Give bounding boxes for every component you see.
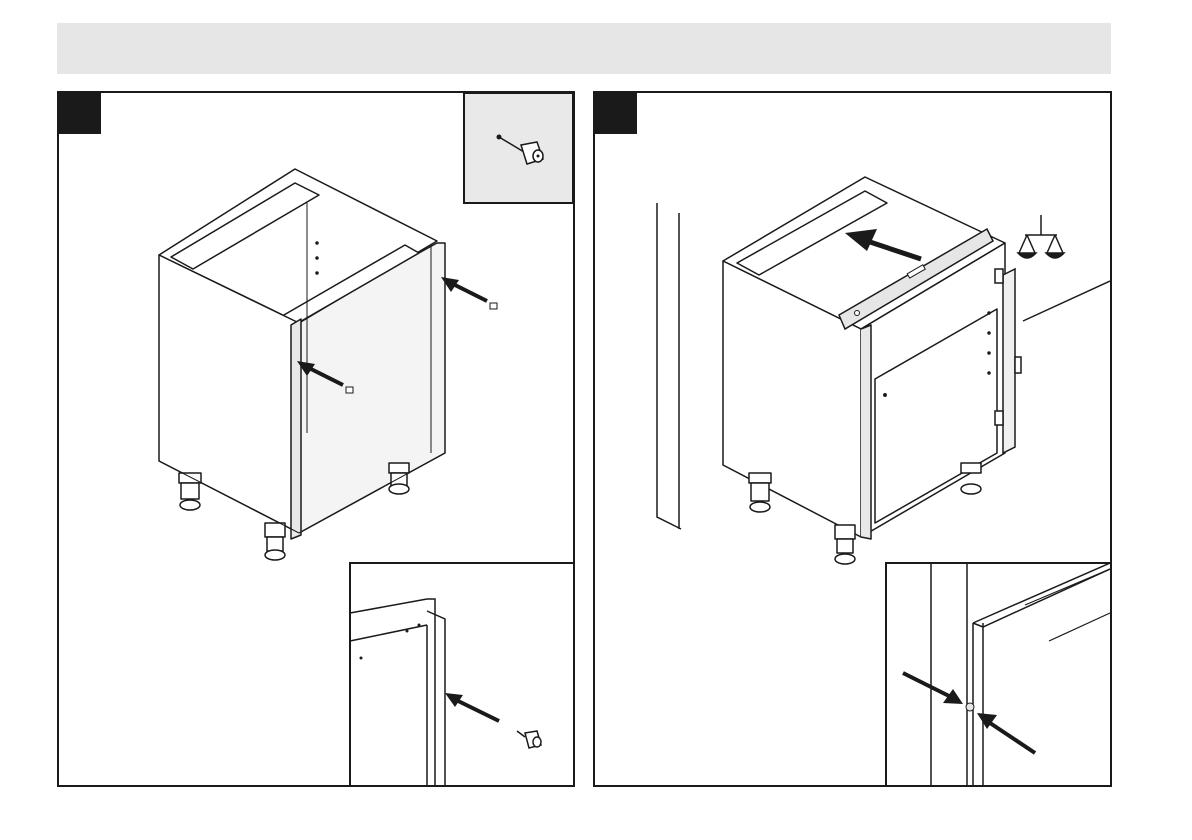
- step-panel-left: [57, 91, 575, 787]
- step-panel-right: [593, 91, 1112, 787]
- balance-scale-icon: [1018, 215, 1064, 258]
- screw-cap-inset: [464, 93, 573, 203]
- detail-inset: [350, 563, 573, 785]
- cabinet-leveling-illustration: [595, 93, 1110, 785]
- detail-inset: [886, 563, 1110, 785]
- arrow-icon: [441, 277, 497, 309]
- cabinet-assembly-illustration: [59, 93, 573, 785]
- header-bar: [57, 23, 1111, 74]
